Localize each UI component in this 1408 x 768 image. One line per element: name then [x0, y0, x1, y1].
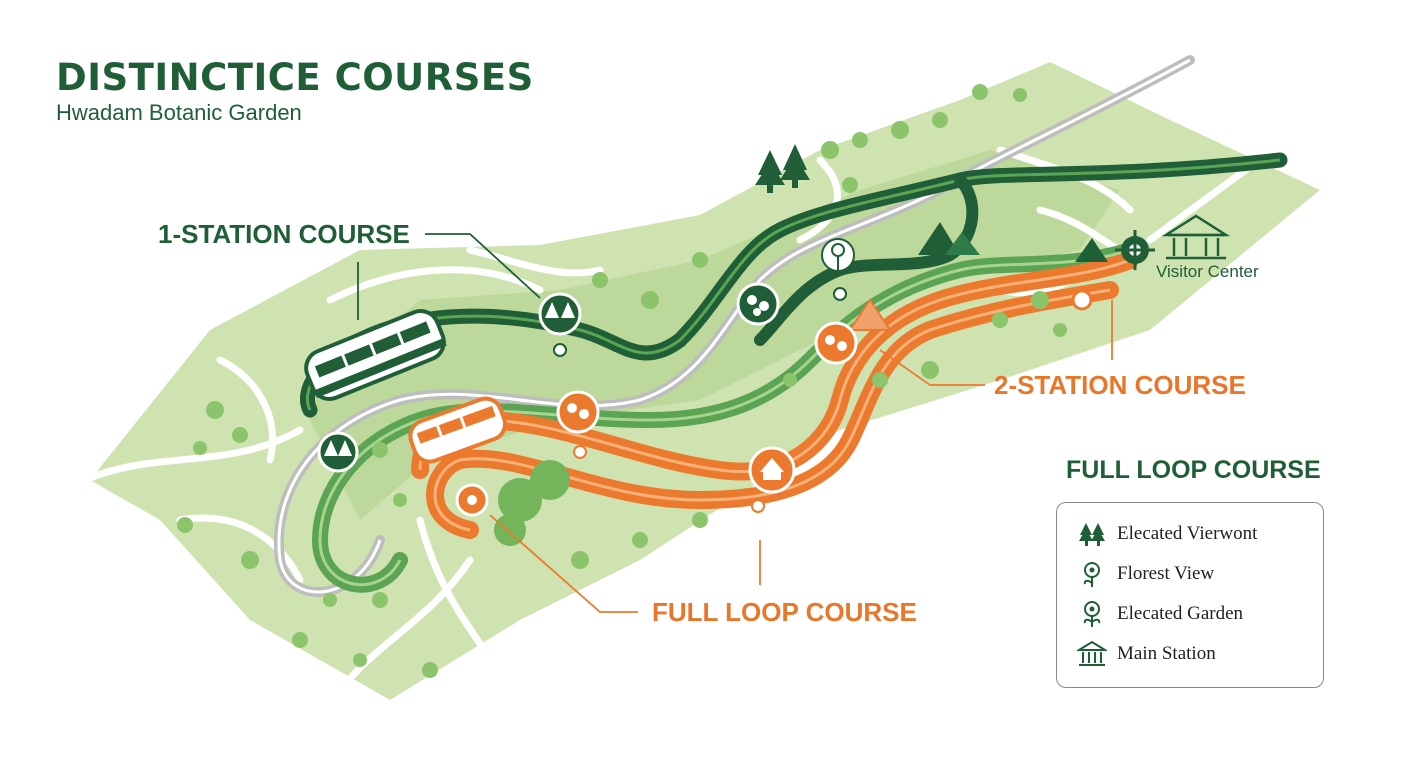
- leader-lines: [357, 233, 1113, 613]
- legend: Elecated Vierwont Florest View Elecated …: [1056, 502, 1324, 688]
- flower-icon: [1083, 562, 1100, 587]
- pine-trees-icon: [755, 144, 810, 193]
- tree-clusters: [177, 84, 1067, 678]
- legend-label: Elecated Vierwont: [1117, 523, 1258, 544]
- page-title: DISTINCTICE COURSES: [56, 56, 534, 99]
- station-badge-garden: [736, 282, 780, 326]
- station-badge-forest: [538, 292, 582, 357]
- legend-item-forest-view: Florest View: [1077, 559, 1214, 589]
- full-loop-course-label[interactable]: FULL LOOP COURSE: [652, 597, 917, 627]
- full-loop-course-line: [433, 288, 1111, 532]
- legend-label: Florest View: [1117, 563, 1215, 584]
- green-train-icon: [304, 309, 447, 401]
- page-subtitle: Hwadam Botanic Garden: [56, 100, 302, 125]
- tree-icon: [1079, 523, 1105, 546]
- mountain-icon: [918, 222, 980, 255]
- orange-train-icon: [408, 396, 508, 464]
- station-icon: [1077, 640, 1107, 666]
- station-badge-flower: [821, 238, 855, 301]
- legend-label: Elecated Garden: [1117, 603, 1244, 624]
- two-station-course-label[interactable]: 2-STATION COURSE: [994, 370, 1246, 400]
- garden-icon: [1083, 601, 1101, 627]
- one-station-course-label[interactable]: 1-STATION COURSE: [158, 219, 410, 249]
- station-badge-orange-2: [814, 321, 858, 365]
- mid-green-course-line: [318, 248, 1131, 587]
- legend-item-main-station: Main Station: [1077, 639, 1216, 669]
- station-badge-orange-5: [1071, 289, 1093, 311]
- station-badge-orange-4: [455, 483, 489, 517]
- station-badge-trees: [317, 431, 359, 473]
- orange-mountain-icon: [848, 298, 892, 331]
- station-badge-orange-1: [556, 390, 600, 459]
- visitor-center-label[interactable]: Visitor Center: [1156, 262, 1259, 281]
- visitor-center-icon[interactable]: [1161, 214, 1231, 260]
- legend-title: FULL LOOP COURSE: [1066, 456, 1321, 484]
- legend-item-garden: Elecated Garden: [1077, 599, 1243, 629]
- one-station-course-branch: [754, 174, 979, 346]
- station-badge-orange-3: [748, 446, 796, 513]
- legend-item-viewpoint: Elecated Vierwont: [1077, 519, 1257, 549]
- legend-label: Main Station: [1117, 643, 1216, 664]
- mountain-icon-small: [1075, 238, 1108, 262]
- main-hub-icon[interactable]: [1115, 230, 1155, 270]
